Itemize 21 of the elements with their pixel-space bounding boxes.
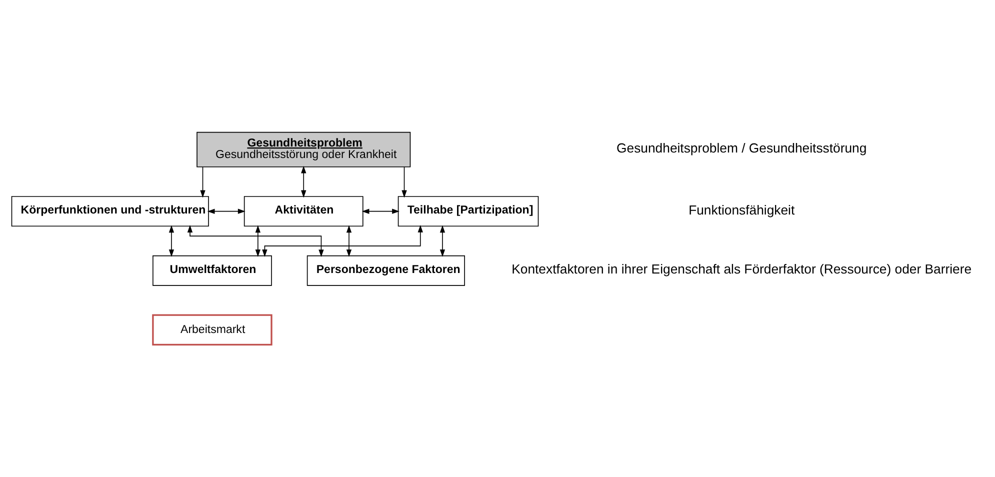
node-box: Teilhabe [Partizipation] (398, 196, 539, 227)
node-box: Körperfunktionen und -strukturen (11, 196, 209, 227)
arrow (402, 166, 407, 198)
arrow (346, 225, 352, 257)
node-box: Personbezogene Faktoren (306, 255, 465, 286)
arrow (200, 166, 206, 198)
arrow (301, 166, 306, 198)
node-box: Aktivitäten (244, 196, 364, 227)
label: Funktionsfähigkeit (688, 202, 795, 218)
arrow (362, 208, 400, 214)
node-box: Umweltfaktoren (152, 255, 272, 286)
arrow (440, 225, 446, 257)
arrow (207, 208, 246, 214)
arrow (187, 225, 324, 257)
arrow (255, 225, 261, 257)
arrow (262, 224, 423, 257)
node-box: Gesundheitsproblem Gesundheitsstörung oder Krankheit (196, 132, 411, 168)
node-box: Arbeitsmarkt (152, 314, 272, 346)
label: Gesundheitsproblem / Gesundheitsstörung (616, 140, 867, 156)
label: Kontextfaktoren in ihrer Eigenschaft als Förderfaktor (Ressource) oder Barriere (512, 262, 972, 277)
arrow (168, 225, 174, 257)
